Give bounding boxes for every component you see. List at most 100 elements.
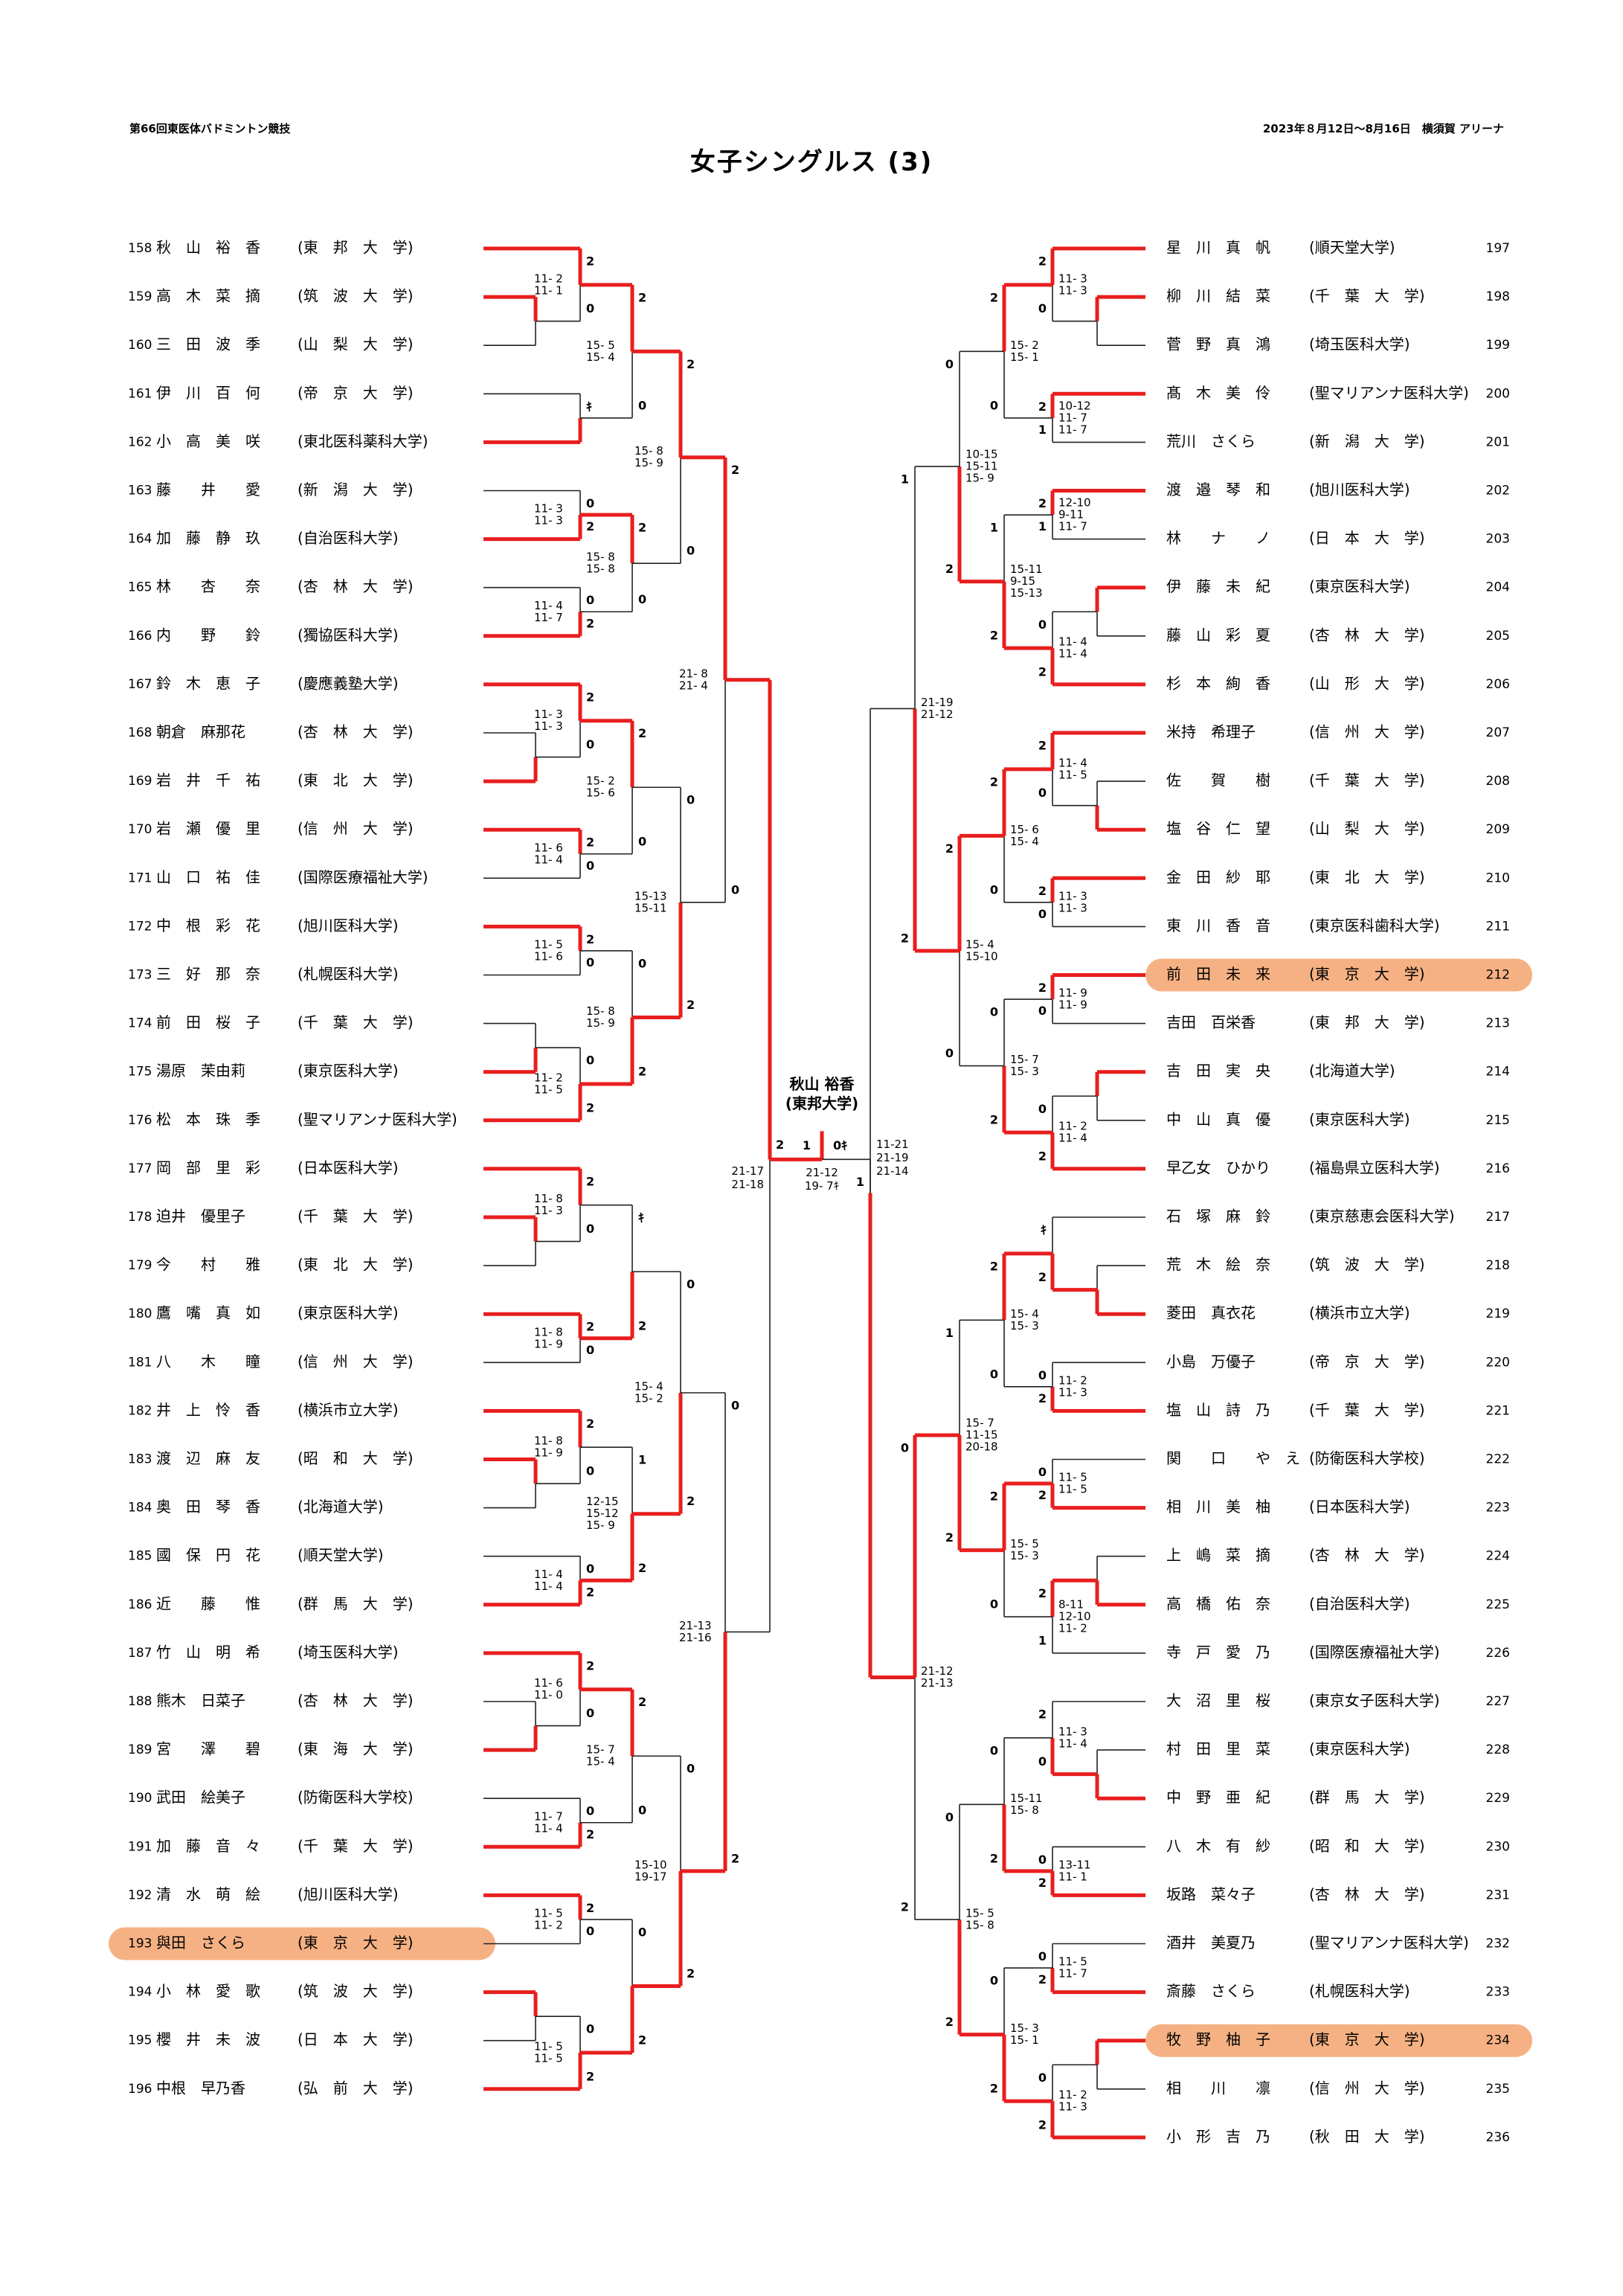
player-name: 加 藤 静 玖 [156,529,260,547]
player-school: (新 潟 大 学) [298,481,414,498]
player-school: (横浜市立大学) [1309,1304,1410,1322]
player-school: (信 州 大 学) [1309,2079,1425,2097]
match-result: ｷ [586,400,592,414]
player-number: 199 [1486,338,1510,353]
player-name: 中 野 亜 紀 [1166,1789,1270,1806]
player-name: 朝倉 麻那花 [156,723,245,741]
player-name: 與田 さくら [156,1934,245,1952]
player-school: (帝 京 大 学) [298,384,414,402]
match-result: 0 [586,1222,594,1236]
game-score: 15-13 [634,889,667,902]
player-number: 226 [1486,1646,1510,1661]
match-result: 2 [1038,1876,1047,1890]
match-result: 0 [586,1054,594,1068]
game-score: 15- 5 [586,339,615,352]
game-score: 11- 3 [534,708,563,721]
game-score: 10-15 [965,447,998,461]
match-result: 2 [1038,664,1047,679]
game-score: 12-10 [1058,496,1091,510]
player-number: 230 [1486,1839,1510,1854]
game-score: 11- 3 [534,719,563,733]
player-school: (聖マリアンナ医科大学) [1309,1934,1469,1952]
player-school: (昭 和 大 学) [1309,1837,1425,1855]
match-result: 2 [990,629,998,643]
game-score: 11- 9 [534,1446,563,1460]
player-name: 牧 野 柚 子 [1166,2030,1270,2048]
final-game-score: 21-19 [876,1151,909,1164]
game-score: 10-12 [1058,399,1091,412]
player-school: (千 葉 大 学) [1309,772,1425,789]
player-number: 182 [128,1403,152,1418]
player-school: (東北医科薬科大学) [298,432,428,450]
match-result: 2 [1038,884,1047,898]
game-score: 21-13 [679,1619,712,1632]
match-result: 2 [586,2069,594,2083]
match-result: 1 [1038,423,1047,437]
player-school: (日本医科大学) [298,1158,399,1176]
game-score: 15- 3 [1010,1549,1039,1562]
match-result: 2 [586,519,594,533]
player-number: 201 [1486,434,1510,449]
game-score: 11- 5 [1058,768,1087,781]
match-result: 0 [638,956,646,970]
game-score: 15- 5 [1010,1537,1039,1551]
player-number: 223 [1486,1501,1510,1516]
game-score: 11- 3 [1058,889,1087,902]
game-score: 11- 3 [534,1204,563,1217]
player-name: 伊 川 百 何 [156,384,260,402]
player-number: 221 [1486,1403,1510,1418]
game-score: 15- 9 [586,1016,615,1030]
game-score: 15- 9 [634,456,663,469]
player-name: 鈴 木 恵 子 [156,674,260,692]
match-result: 2 [586,1901,594,1915]
player-school: (東京医科大学) [1309,1110,1410,1128]
match-result: 0 [1038,1853,1047,1867]
game-score: 21-19 [921,696,954,709]
player-name: 林 杏 奈 [156,577,260,595]
player-name: 髙 木 美 伶 [1166,384,1270,402]
player-name: 三 好 那 奈 [156,965,260,983]
match-result: 0 [586,1562,594,1576]
player-number: 165 [128,580,152,595]
match-result: 1 [638,1453,646,1467]
match-result: 0 [687,544,695,558]
player-name: 竹 山 明 希 [156,1643,260,1661]
player-school: (杏 林 大 学) [1309,1546,1425,1564]
player-number: 214 [1486,1065,1510,1080]
match-result: 2 [1038,496,1047,510]
game-score: 21-12 [921,708,954,721]
match-result: 2 [1038,739,1047,753]
player-number: 176 [128,1113,152,1128]
match-result: 2 [586,616,594,630]
game-score: 11- 7 [1058,1967,1087,1981]
player-school: (山 梨 大 学) [298,336,414,353]
player-number: 233 [1486,1985,1510,2000]
player-name: 湯原 茉由莉 [156,1062,245,1080]
player-name: 荒 木 絵 奈 [1166,1256,1270,1274]
player-name: 塩 山 詩 乃 [1166,1401,1270,1419]
match-result: 2 [990,1113,998,1127]
game-score: 11- 5 [534,1083,563,1096]
match-result: 2 [586,1320,594,1334]
player-school: (信 州 大 学) [298,1353,414,1370]
match-result: 0 [687,1762,695,1776]
game-score: 11- 5 [1058,1471,1087,1484]
match-result: 2 [1038,2117,1047,2132]
player-number: 234 [1486,2033,1510,2048]
match-result: 2 [901,931,909,945]
game-score: 15- 3 [1010,1065,1039,1078]
game-score: 15- 8 [586,1004,615,1018]
player-school: (東 海 大 学) [298,1740,414,1758]
player-name: 荒川 さくら [1166,432,1256,450]
game-score: 11- 4 [1058,756,1087,769]
match-result: 2 [638,290,646,304]
player-number: 203 [1486,532,1510,547]
game-score: 11- 4 [1058,647,1087,661]
player-name: 八 木 瞳 [156,1353,260,1370]
player-name: 東 川 香 音 [1166,917,1270,934]
game-score: 20-18 [965,1440,998,1453]
player-name: 宮 澤 碧 [156,1740,260,1758]
player-school: (東京医科大学) [298,1304,399,1322]
